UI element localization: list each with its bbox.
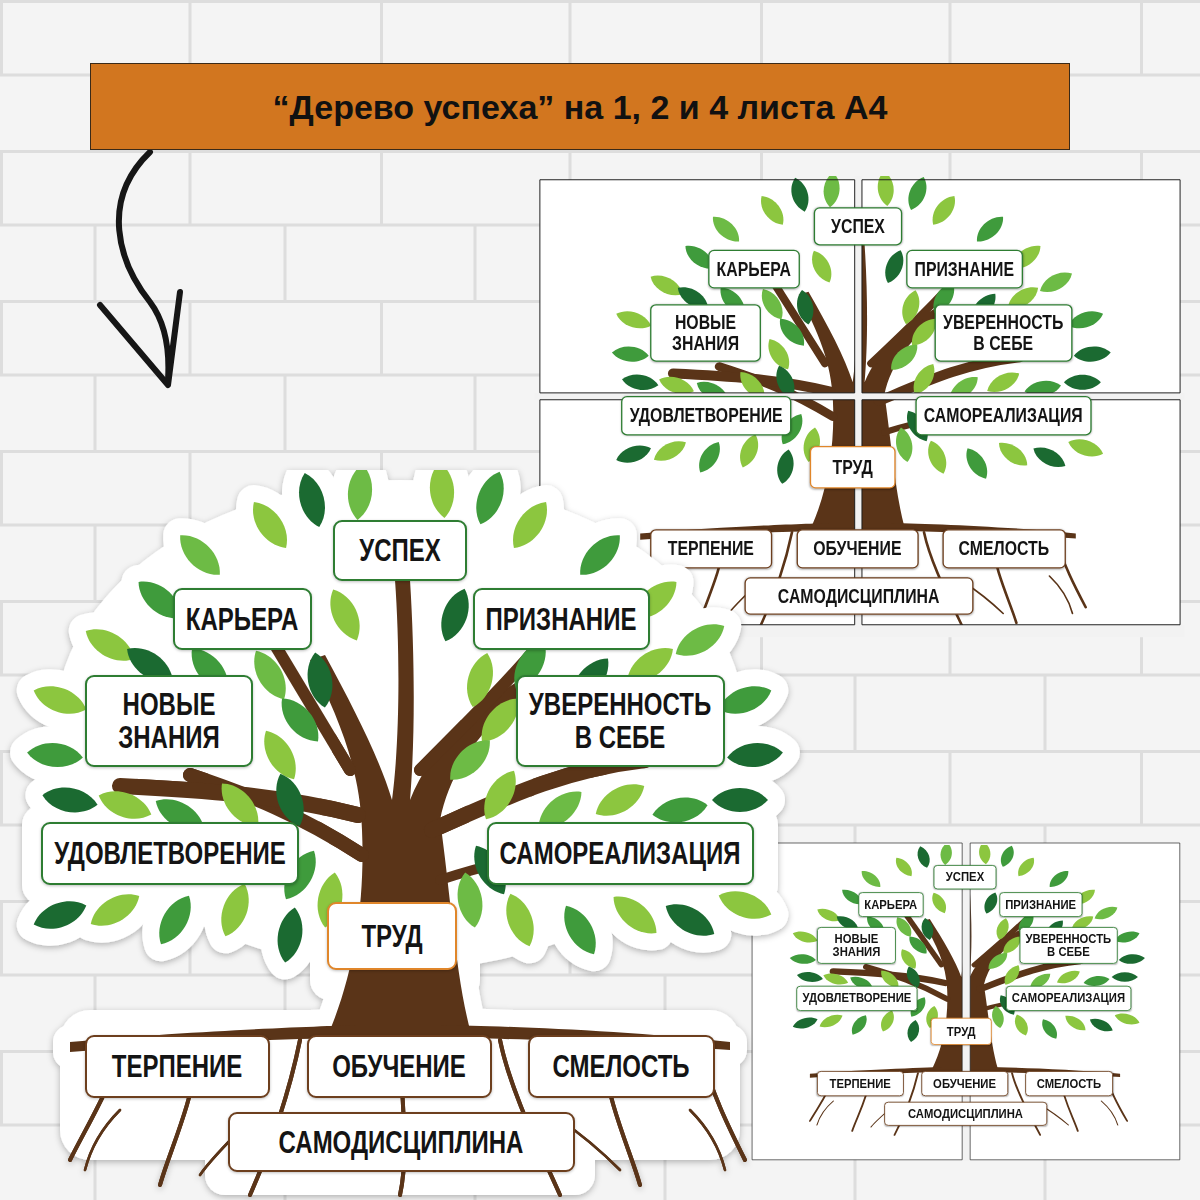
word-label: УВЕРЕННОСТЬ В СЕБЕ: [529, 688, 711, 753]
word-label: ОБУЧЕНИЕ: [332, 1050, 466, 1083]
word-box: КАРЬЕРА: [173, 588, 312, 650]
word-label: СМЕЛОСТЬ: [1037, 1077, 1101, 1090]
word-label: САМОДИСЦИПЛИНА: [279, 1126, 524, 1159]
word-label: КАРЬЕРА: [186, 603, 298, 636]
word-label: ОБУЧЕНИЕ: [813, 538, 901, 558]
title-banner: “Дерево успеха” на 1, 2 и 4 листа А4: [90, 63, 1070, 150]
tree-illustration: [26, 461, 784, 1195]
word-box: ПРИЗНАНИЕ: [999, 892, 1082, 917]
word-label: НОВЫЕ ЗНАНИЯ: [672, 312, 739, 353]
word-label: ТРУД: [361, 920, 422, 953]
word-label: ПРИЗНАНИЕ: [1005, 898, 1076, 911]
word-label: САМОРЕАЛИЗАЦИЯ: [1012, 992, 1125, 1005]
word-box: УДОВЛЕТВОРЕНИЕ: [621, 396, 791, 435]
word-label: ТЕРПЕНИЕ: [112, 1050, 243, 1083]
word-box: САМОДИСЦИПЛИНА: [228, 1112, 575, 1172]
word-box: УСПЕХ: [814, 207, 902, 245]
word-label: ОБУЧЕНИЕ: [933, 1077, 996, 1090]
preview-four-sheets: УСПЕХ КАРЬЕРА ПРИЗНАНИЕ НОВЫЕ ЗНАНИЯ УВЕРЕНН…: [594, 176, 1122, 632]
sheet-borders: [752, 843, 1180, 1160]
word-box: ТРУД: [327, 902, 457, 970]
sticker-outline: [22, 461, 784, 1195]
word-label: УСПЕХ: [946, 870, 984, 883]
word-box: САМОДИСЦИПЛИНА: [744, 577, 973, 615]
word-label: ТРУД: [833, 457, 873, 477]
word-label: СМЕЛОСТЬ: [552, 1050, 689, 1083]
word-box: САМОДИСЦИПЛИНА: [884, 1102, 1047, 1126]
word-label: СМЕЛОСТЬ: [959, 538, 1050, 558]
word-box: СМЕЛОСТЬ: [942, 529, 1065, 568]
word-box: КАРЬЕРА: [858, 892, 923, 917]
word-box: ТЕРПЕНИЕ: [85, 1035, 270, 1098]
word-box: УВЕРЕННОСТЬ В СЕБЕ: [1019, 927, 1117, 964]
word-label: УСПЕХ: [359, 534, 441, 567]
word-box: НОВЫЕ ЗНАНИЯ: [650, 304, 761, 362]
word-box: ТРУД: [810, 446, 896, 489]
word-box: САМОРЕАЛИЗАЦИЯ: [915, 396, 1091, 435]
word-label: САМОДИСЦИПЛИНА: [778, 586, 940, 606]
word-label: НОВЫЕ ЗНАНИЯ: [833, 932, 881, 958]
sticker-tree: УСПЕХ КАРЬЕРА ПРИЗНАНИЕ НОВЫЕ ЗНАНИЯ УВЕРЕНН…: [0, 470, 800, 1200]
arrow-shaft: [119, 152, 169, 380]
word-box: ТЕРПЕНИЕ: [817, 1071, 904, 1096]
word-label: ТРУД: [947, 1025, 976, 1038]
word-box: СМЕЛОСТЬ: [1025, 1071, 1113, 1096]
word-box: УВЕРЕННОСТЬ В СЕБЕ: [516, 675, 725, 767]
word-label: САМОДИСЦИПЛИНА: [908, 1107, 1023, 1120]
word-label: ПРИЗНАНИЕ: [486, 603, 637, 636]
word-box: ТЕРПЕНИЕ: [650, 529, 772, 568]
title-text: “Дерево успеха” на 1, 2 и 4 листа А4: [273, 87, 888, 126]
word-box: КАРЬЕРА: [708, 250, 800, 289]
tree-illustration: [611, 170, 1111, 629]
word-box: ПРИЗНАНИЕ: [906, 250, 1023, 289]
word-box: УДОВЛЕТВОРЕНИЕ: [796, 986, 917, 1011]
word-box: ТРУД: [931, 1018, 992, 1045]
word-box: УВЕРЕННОСТЬ В СЕБЕ: [934, 304, 1072, 362]
word-box: ПРИЗНАНИЕ: [473, 588, 650, 650]
word-box: СМЕЛОСТЬ: [528, 1035, 715, 1098]
word-label: НОВЫЕ ЗНАНИЯ: [118, 688, 220, 753]
word-box: НОВЫЕ ЗНАНИЯ: [817, 927, 896, 964]
word-box: ОБУЧЕНИЕ: [921, 1071, 1008, 1096]
word-label: КАРЬЕРА: [864, 898, 917, 911]
word-box: УСПЕХ: [934, 865, 997, 889]
word-box: УСПЕХ: [333, 520, 467, 581]
word-label: УВЕРЕННОСТЬ В СЕБЕ: [1026, 932, 1112, 958]
word-label: УДОВЛЕТВОРЕНИЕ: [630, 405, 783, 425]
word-label: ПРИЗНАНИЕ: [914, 259, 1014, 279]
word-label: УВЕРЕННОСТЬ В СЕБЕ: [943, 312, 1063, 353]
word-label: УСПЕХ: [831, 216, 885, 236]
word-label: УДОВЛЕТВОРЕНИЕ: [54, 837, 286, 870]
word-label: САМОРЕАЛИЗАЦИЯ: [500, 837, 741, 870]
word-label: ТЕРПЕНИЕ: [830, 1077, 891, 1090]
word-box: САМОРЕАЛИЗАЦИЯ: [487, 822, 754, 885]
word-label: УДОВЛЕТВОРЕНИЕ: [802, 992, 911, 1005]
preview-two-sheets: УСПЕХ КАРЬЕРА ПРИЗНАНИЕ НОВЫЕ ЗНАНИЯ УВЕРЕНН…: [777, 845, 1153, 1137]
word-box: ОБУЧЕНИЕ: [796, 529, 918, 568]
word-label: САМОРЕАЛИЗАЦИЯ: [924, 405, 1083, 425]
word-label: ТЕРПЕНИЕ: [668, 538, 754, 558]
word-box: УДОВЛЕТВОРЕНИЕ: [41, 822, 299, 885]
arrow-head: [100, 292, 180, 385]
word-label: КАРЬЕРА: [717, 259, 791, 279]
word-box: ОБУЧЕНИЕ: [307, 1035, 492, 1098]
word-box: САМОРЕАЛИЗАЦИЯ: [1006, 986, 1131, 1011]
word-box: НОВЫЕ ЗНАНИЯ: [85, 675, 253, 767]
